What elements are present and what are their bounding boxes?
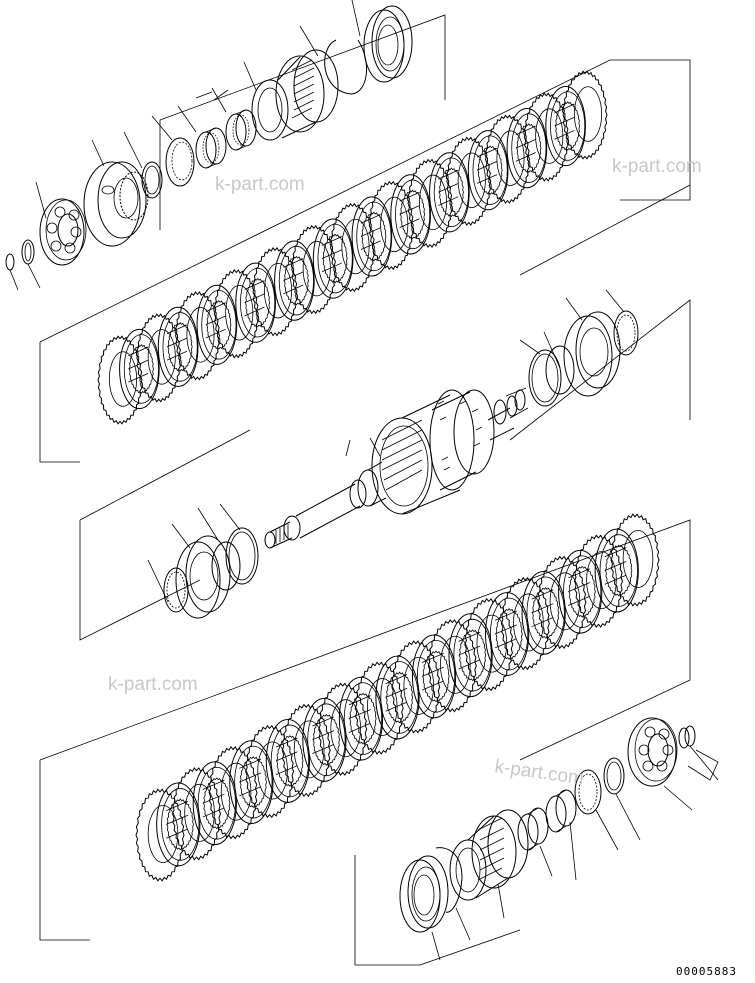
clutch-drum-shaft: [264, 387, 529, 549]
upper-friction-disc: [235, 262, 276, 343]
upper-friction-disc: [429, 152, 470, 233]
upper-friction-disc: [157, 306, 199, 387]
snap-ring-upper: [324, 39, 368, 95]
lower-steel-plate: [318, 682, 368, 776]
snap-ring-small: [5, 253, 15, 271]
lower-steel-plate: [208, 746, 258, 840]
upper-steel-plate: [446, 136, 492, 227]
lower-steel-plate: [573, 534, 624, 628]
clutch-hub-lower: [449, 809, 529, 901]
lower-steel-plate: [537, 555, 587, 649]
upper-steel-plate: [484, 114, 531, 204]
lower-steel-plate: [354, 661, 404, 755]
lower-friction-disc: [448, 613, 493, 698]
group-frames: [39, 14, 691, 966]
upper-steel-plate: [291, 224, 337, 315]
lower-friction-disc: [229, 740, 274, 825]
drawing-code: 00005883: [676, 965, 737, 978]
piston-group-middle-left: [163, 527, 259, 619]
watermark-1: k-part.com: [215, 174, 305, 195]
upper-steel-plate: [368, 180, 414, 271]
upper-clutch-pack: [97, 70, 608, 425]
lower-steel-plate: [245, 724, 295, 819]
piston-group-middle-right: [528, 310, 639, 407]
upper-steel-plate: [174, 291, 221, 381]
lower-steel-plate: [135, 788, 185, 882]
upper-steel-plate: [407, 158, 453, 248]
spacer-ring-3: [574, 769, 602, 815]
needle-bearing-1: [195, 127, 227, 169]
snap-ring-small-3: [678, 727, 690, 749]
gear-upper: [83, 161, 149, 247]
upper-steel-plate: [523, 92, 569, 182]
roller-bearing-upper: [39, 198, 87, 266]
clutch-hub-upper: [251, 49, 339, 141]
seal-ring: [528, 349, 562, 407]
lower-friction-disc: [594, 528, 639, 613]
lower-steel-plate: [500, 576, 550, 671]
lower-steel-plate: [427, 619, 477, 713]
upper-friction-disc: [390, 174, 431, 255]
watermark-3: k-part.com: [108, 674, 198, 695]
snap-ring-middle-right: [613, 310, 639, 356]
upper-friction-disc: [351, 196, 393, 277]
spacer-ring-1: [141, 161, 163, 199]
upper-steel-plate: [329, 202, 376, 293]
lower-friction-disc: [558, 549, 603, 634]
piston-upper: [363, 5, 413, 83]
upper-friction-disc: [119, 328, 160, 410]
lower-clutch-pack: [135, 513, 660, 882]
upper-friction-disc: [196, 284, 238, 365]
upper-steel-plate: [252, 247, 298, 337]
roller-bearing-lower: [627, 717, 678, 787]
needle-bearing-2: [225, 109, 257, 151]
lower-friction-disc: [265, 719, 310, 803]
upper-friction-disc: [312, 218, 354, 299]
lower-small-parts: [399, 717, 696, 933]
upper-friction-disc: [467, 130, 509, 211]
lower-steel-plate: [610, 513, 660, 607]
upper-friction-disc: [274, 240, 315, 321]
piston-lower: [399, 855, 449, 933]
spacer-ring-2: [165, 137, 195, 187]
snap-ring-small-2: [21, 239, 35, 265]
upper-friction-disc: [506, 108, 548, 189]
needle-bearing-4: [545, 789, 577, 833]
upper-steel-plate: [213, 268, 259, 359]
lower-friction-disc: [411, 634, 457, 719]
drum-open-end: [371, 417, 433, 515]
needle-bearing-3: [517, 807, 549, 851]
upper-friction-disc: [545, 85, 586, 167]
leader-lines: [9, 0, 719, 961]
spacer-ring-4: [603, 757, 625, 795]
lower-friction-disc: [302, 697, 347, 782]
piston-middle-right: [563, 311, 621, 397]
snap-ring-small-4: [684, 725, 696, 747]
lower-friction-disc: [521, 570, 566, 655]
lower-steel-plate: [171, 767, 222, 861]
upper-steel-plate: [136, 313, 182, 403]
lower-friction-disc: [375, 655, 420, 740]
lower-friction-disc: [156, 782, 201, 867]
watermark-2: k-part.com: [612, 156, 702, 177]
lower-friction-disc: [338, 676, 384, 761]
lower-steel-plate: [464, 597, 514, 692]
watermark-4: k-part.com: [493, 756, 585, 789]
lower-steel-plate: [281, 703, 331, 798]
lower-steel-plate: [391, 640, 441, 734]
seal-ring-left: [211, 541, 241, 591]
upper-steel-plate: [562, 70, 608, 160]
upper-steel-plate: [97, 335, 143, 425]
snap-ring-lower: [435, 847, 463, 913]
upper-small-parts: [5, 5, 413, 271]
